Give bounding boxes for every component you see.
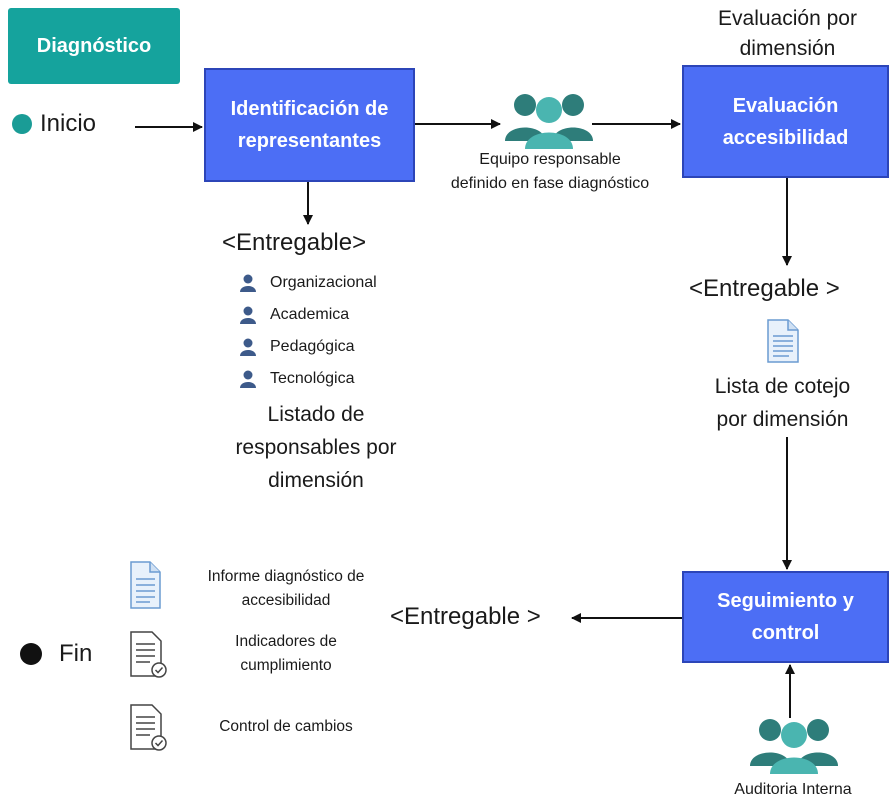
- start-label: Inicio: [40, 110, 97, 137]
- deliverable-3-item: Informe diagnóstico de accesibilidad: [178, 565, 394, 613]
- audit-label: Auditoria Interna: [734, 781, 852, 798]
- role-label: Pedagógica: [270, 338, 355, 355]
- process-evaluacion-line2: accesibilidad: [722, 126, 849, 149]
- process-identificacion: Identificación de representantes: [204, 68, 415, 182]
- process-seguimiento-line1: Seguimiento y: [717, 590, 854, 612]
- role-item: Tecnológica: [238, 363, 377, 395]
- deliverable-3-item-line2: cumplimiento: [240, 657, 332, 674]
- role-label: Tecnológica: [270, 370, 355, 387]
- deliverable-3-item: Indicadores de cumplimiento: [180, 630, 392, 678]
- process-evaluacion-line1: Evaluación: [732, 94, 839, 117]
- team-group-icon: [505, 94, 593, 149]
- end-dot-icon: [20, 643, 42, 665]
- end-label: Fin: [59, 640, 93, 667]
- process-identificacion-line2: representantes: [237, 130, 382, 152]
- process-seguimiento-line2: control: [751, 622, 820, 644]
- person-icon: [240, 306, 256, 324]
- deliverable-1-description: Listado de responsables por dimensión: [200, 398, 432, 497]
- role-item: Academica: [238, 299, 377, 331]
- process-seguimiento: Seguimiento y control: [682, 571, 889, 663]
- start-dot-icon: [12, 114, 32, 134]
- deliverable-3-title: <Entregable >: [390, 603, 541, 630]
- deliverable-2-title: <Entregable >: [689, 275, 840, 302]
- person-icon: [240, 274, 256, 292]
- team-label-line2: definido en fase diagnóstico: [450, 175, 650, 192]
- role-item: Organizacional: [238, 267, 377, 299]
- deliverable-2-desc-line2: por dimensión: [716, 408, 849, 431]
- start-node: Inicio: [12, 110, 96, 138]
- deliverable-1-desc-line3: dimensión: [268, 469, 364, 492]
- evaluacion-dimension-label: Evaluación por dimensión: [690, 4, 885, 64]
- diagnostico-tag: Diagnóstico: [8, 8, 180, 84]
- deliverable-3-item-line1: Informe diagnóstico de: [207, 568, 365, 585]
- role-label: Organizacional: [270, 274, 377, 291]
- team-label: Equipo responsable definido en fase diag…: [420, 148, 680, 196]
- deliverable-1-desc-line1: Listado de: [267, 403, 365, 426]
- process-identificacion-line1: Identificación de: [230, 98, 389, 120]
- deliverable-2-description: Lista de cotejo por dimensión: [685, 370, 880, 436]
- role-item: Pedagógica: [238, 331, 377, 363]
- deliverable-3-item-line1: Control de cambios: [219, 718, 353, 735]
- checklist-document-icon: [130, 631, 167, 678]
- document-icon: [130, 561, 161, 609]
- audit-group-icon: [750, 719, 838, 774]
- deliverable-1-roles: Organizacional Academica Pedagógica Tecn…: [238, 267, 377, 395]
- evaluacion-dimension-line1: Evaluación por: [718, 7, 857, 30]
- deliverable-3-item-line1: Indicadores de: [235, 633, 337, 650]
- deliverable-3-item: Control de cambios: [190, 715, 382, 739]
- deliverable-2-desc-line1: Lista de cotejo: [714, 375, 851, 398]
- role-label: Academica: [270, 306, 350, 323]
- deliverable-1-title: <Entregable>: [222, 229, 367, 256]
- person-icon: [240, 338, 256, 356]
- document-icon: [767, 319, 799, 363]
- person-icon: [240, 370, 256, 388]
- evaluacion-dimension-line2: dimensión: [739, 37, 836, 60]
- end-node: Fin: [20, 640, 92, 668]
- deliverable-3-item-line2: accesibilidad: [241, 592, 331, 609]
- process-evaluacion: Evaluación accesibilidad: [682, 65, 889, 178]
- checklist-document-icon: [130, 704, 167, 751]
- team-label-line1: Equipo responsable: [479, 151, 621, 168]
- deliverable-1-desc-line2: responsables por: [235, 436, 397, 459]
